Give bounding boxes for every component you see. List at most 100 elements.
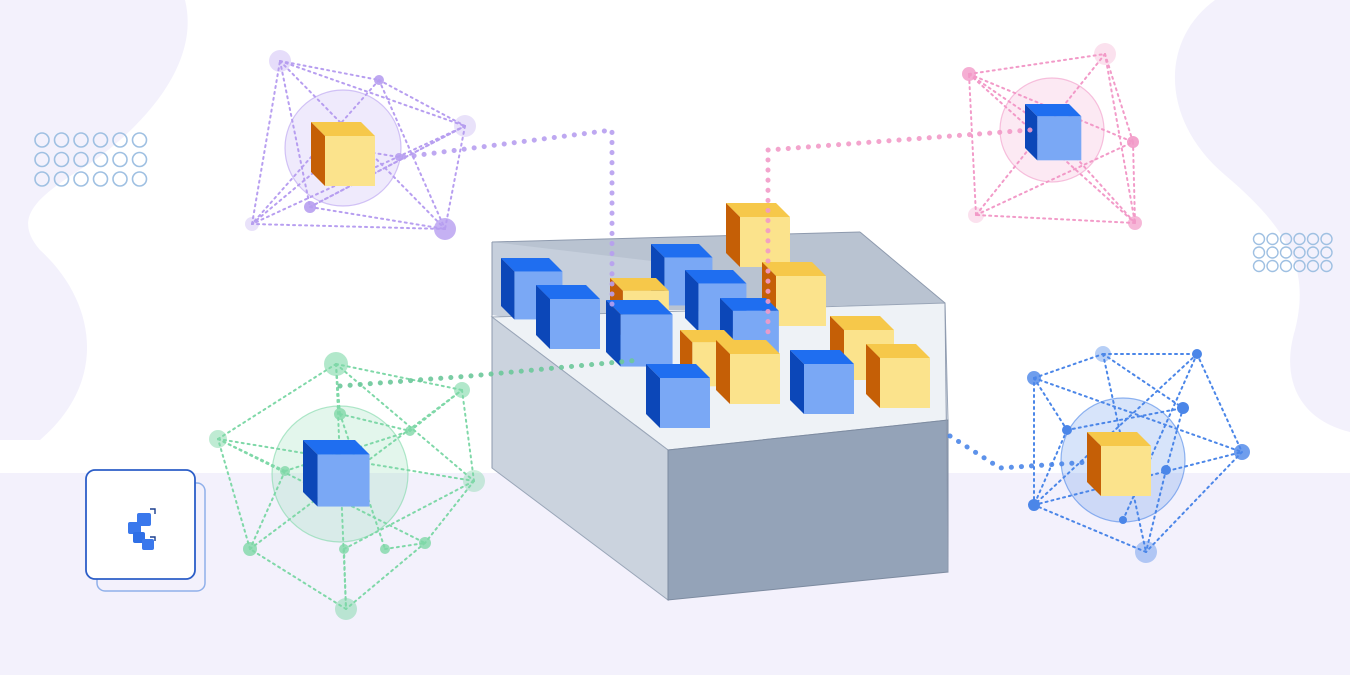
network-edge: [1033, 377, 1068, 431]
grid-dot: [1252, 246, 1266, 259]
cube-top-face: [720, 298, 779, 311]
cube-side-face: [646, 364, 660, 428]
network-node: [405, 426, 415, 436]
cube-front-face: [740, 217, 790, 267]
network-edge: [384, 542, 426, 550]
network-node: [324, 352, 348, 376]
grid-dot: [1252, 232, 1266, 246]
network-node: [1095, 346, 1111, 362]
blue-cube: [790, 350, 854, 414]
network-node: [454, 115, 476, 137]
network-node: [245, 217, 259, 231]
cube-top-face: [716, 340, 780, 354]
blob-left: [0, 0, 188, 440]
network-edge: [1104, 53, 1134, 143]
network-node: [339, 544, 349, 554]
cube-top-face: [536, 285, 600, 299]
network-edge: [339, 413, 411, 432]
grid-dot: [53, 171, 70, 187]
grid-dot: [1279, 246, 1293, 259]
network-edge: [217, 438, 475, 482]
network-node: [269, 50, 291, 72]
cube-top-face: [501, 258, 563, 272]
network-edge: [461, 389, 475, 482]
grid-dot: [53, 132, 70, 148]
green-network: [209, 352, 485, 620]
network-edge: [335, 363, 463, 391]
network-edge: [342, 147, 400, 158]
cube-top-face: [790, 350, 854, 364]
blue-connector: [947, 433, 1093, 471]
network-edge: [279, 60, 466, 127]
grid-dot: [53, 151, 70, 168]
cube-front-face: [550, 299, 600, 349]
cube-top-face: [680, 330, 737, 343]
grid-dot: [92, 151, 109, 168]
cube-top-face: [606, 300, 673, 315]
blue-network: [1027, 346, 1250, 563]
grid-dot: [112, 132, 128, 148]
cube-top-face: [1087, 432, 1151, 446]
network-node: [463, 470, 485, 492]
network-edge: [968, 73, 1134, 143]
network-edge: [309, 125, 466, 208]
cube-front-face: [1101, 446, 1151, 496]
network-edge: [249, 470, 286, 550]
network-node: [1062, 425, 1072, 435]
logo-icon: [85, 469, 206, 592]
grid-dot: [1306, 232, 1320, 246]
cube-front-face: [660, 378, 710, 428]
network-node: [1127, 136, 1139, 148]
network-node: [374, 75, 384, 85]
cube-side-face: [716, 340, 730, 404]
network-edge: [1033, 353, 1198, 506]
network-edge: [1165, 407, 1184, 471]
connector-lines: [337, 127, 1093, 471]
cube-front-face: [880, 358, 930, 408]
grid-dot: [34, 171, 50, 187]
green-connector: [337, 357, 643, 389]
dot-grid-left-icon: [34, 132, 148, 187]
grid-dot: [1279, 232, 1293, 246]
network-node: [454, 382, 470, 398]
network-node: [335, 598, 357, 620]
cube-front-face: [776, 276, 826, 326]
network-edge: [1132, 141, 1136, 224]
network-edge: [217, 363, 337, 440]
network-edge: [1145, 469, 1167, 553]
grid-dot: [1293, 246, 1306, 259]
network-edge: [279, 60, 380, 81]
cube-top-face: [610, 278, 669, 291]
cube-top-face: [646, 364, 710, 378]
network-node: [1028, 499, 1040, 511]
cube-side-face: [685, 270, 699, 332]
network-edge: [968, 53, 1106, 75]
yellow-cube: [716, 340, 780, 404]
blue-cube: [1025, 104, 1082, 161]
yellow-cube: [726, 203, 790, 267]
network-node: [1135, 541, 1157, 563]
network-node: [243, 542, 257, 556]
grid-dot: [1306, 246, 1320, 259]
blue-cube: [646, 364, 710, 428]
purple-network: [245, 50, 476, 240]
network-edge: [249, 548, 347, 610]
network-edge: [1066, 407, 1184, 431]
network-edge: [251, 223, 446, 230]
cube-side-face: [311, 122, 325, 186]
network-node: [395, 153, 403, 161]
blue-cube: [536, 285, 600, 349]
grid-dot: [73, 132, 89, 148]
grid-dot: [131, 171, 148, 187]
grid-dot: [131, 132, 148, 148]
network-edge: [1033, 504, 1147, 553]
grid-dot: [1252, 259, 1266, 273]
cube-side-face: [606, 300, 621, 367]
network-edge: [1033, 429, 1068, 506]
cube-side-face: [536, 285, 550, 349]
box-front: [667, 419, 949, 601]
network-edge: [251, 60, 281, 225]
network-edge: [1145, 451, 1243, 553]
